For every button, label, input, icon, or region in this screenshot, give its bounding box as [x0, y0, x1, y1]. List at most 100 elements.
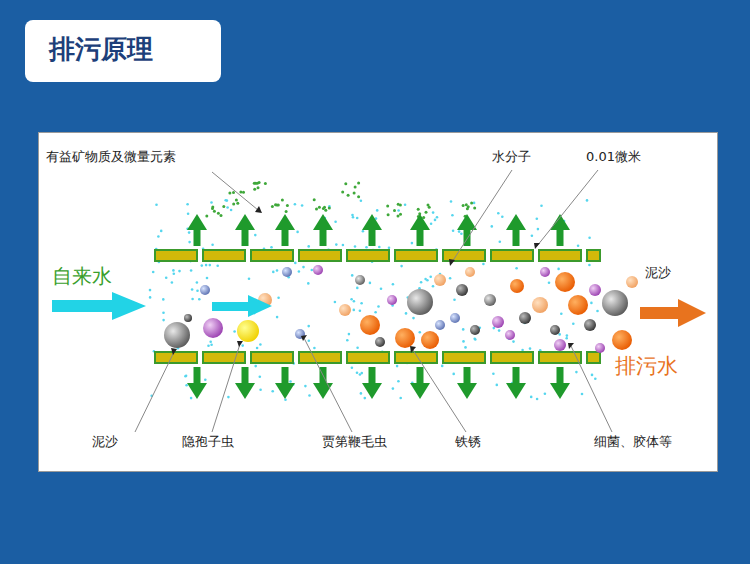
water-dot [155, 203, 158, 206]
water-dot [191, 288, 194, 291]
mineral-dot [357, 182, 360, 185]
mineral-dot [232, 191, 235, 194]
up-arrow-head [313, 214, 333, 230]
water-dot [449, 277, 452, 280]
water-dot [172, 269, 175, 272]
water-dot [499, 241, 502, 244]
water-dot [512, 340, 515, 343]
particle [555, 272, 575, 292]
mineral-dot [328, 207, 331, 210]
water-dot [493, 327, 496, 330]
water-dot [162, 319, 165, 322]
water-dot [271, 390, 274, 393]
water-dot [178, 270, 181, 273]
water-dot [165, 277, 168, 280]
water-dot [596, 310, 599, 313]
mineral-dot [322, 207, 325, 210]
water-dot [565, 337, 568, 340]
water-dot [419, 331, 422, 334]
water-dot [521, 349, 524, 352]
particle [602, 290, 628, 316]
water-dot [185, 375, 188, 378]
membrane-segment [155, 250, 197, 261]
water-dot [404, 204, 407, 207]
water-dot [206, 277, 209, 280]
down-arrow-head [457, 383, 477, 399]
cryptosporidium-label: 隐孢子虫 [182, 435, 234, 449]
membrane-segment [347, 352, 389, 363]
water-dot [190, 397, 193, 400]
water-dot [171, 281, 174, 284]
particle [456, 284, 468, 296]
water-dot [529, 347, 532, 350]
up-arrow-shaft [194, 228, 201, 246]
up-arrow-shaft [417, 228, 424, 246]
particle [595, 343, 605, 353]
water-dot [301, 204, 304, 207]
up-arrow-shaft [242, 228, 249, 246]
water-dot [188, 241, 191, 244]
water-dot [307, 282, 310, 285]
water-dot [396, 365, 399, 368]
water-dot [588, 237, 591, 240]
mineral-dot [462, 204, 465, 207]
water-dot [392, 283, 395, 286]
water-dot [434, 219, 437, 222]
water-dot [304, 385, 307, 388]
water-dot [307, 325, 310, 328]
up-arrow-shaft [282, 228, 289, 246]
particle [184, 314, 192, 322]
particle [395, 328, 415, 348]
particle [355, 275, 365, 285]
water-dot [362, 230, 365, 233]
mineral-dot [235, 199, 238, 202]
water-dot [548, 282, 551, 285]
water-dot [196, 289, 199, 292]
mineral-dot [473, 206, 476, 209]
leader-ends [171, 206, 574, 355]
mineral-dot [205, 215, 208, 218]
mineral-dot [313, 198, 316, 201]
membrane-segment [587, 250, 600, 261]
water-dot [207, 344, 210, 347]
membrane-segment [491, 352, 533, 363]
mineral-dot [397, 203, 400, 206]
mineral-dot [217, 212, 220, 215]
water-dot [233, 330, 236, 333]
water-dot [356, 287, 359, 290]
water-dot [152, 271, 155, 274]
water-dot [536, 218, 539, 221]
mineral-dot [222, 205, 225, 208]
membrane-segment [203, 352, 245, 363]
up-arrow-head [362, 214, 382, 230]
water-dot [350, 298, 353, 301]
water-dot [376, 209, 379, 212]
down-arrow-head [362, 383, 382, 399]
water-dot [186, 203, 189, 206]
water-dot [149, 289, 152, 292]
drain-label: 排污水 [615, 355, 678, 378]
water-dot [356, 372, 359, 375]
mineral-dot [393, 209, 396, 212]
water-dot [289, 380, 292, 383]
inlet-label: 自来水 [52, 265, 112, 287]
water-dot [453, 299, 456, 302]
water-dot [365, 246, 368, 249]
mineral-dot [354, 185, 357, 188]
water-dot [210, 344, 213, 347]
water-dot [308, 394, 311, 397]
water-molecules [149, 181, 599, 401]
water-dot [205, 264, 208, 267]
water-dot [590, 302, 593, 305]
mineral-dot [397, 214, 400, 217]
mineral-dot [264, 182, 267, 185]
mineral-dot [387, 213, 390, 216]
mineral-dot [228, 192, 231, 195]
down-arrow-head [550, 383, 570, 399]
particle [484, 294, 496, 306]
water-dot [359, 309, 362, 312]
water-dot [473, 202, 476, 205]
mineral-dot [427, 204, 430, 207]
particle [519, 312, 531, 324]
